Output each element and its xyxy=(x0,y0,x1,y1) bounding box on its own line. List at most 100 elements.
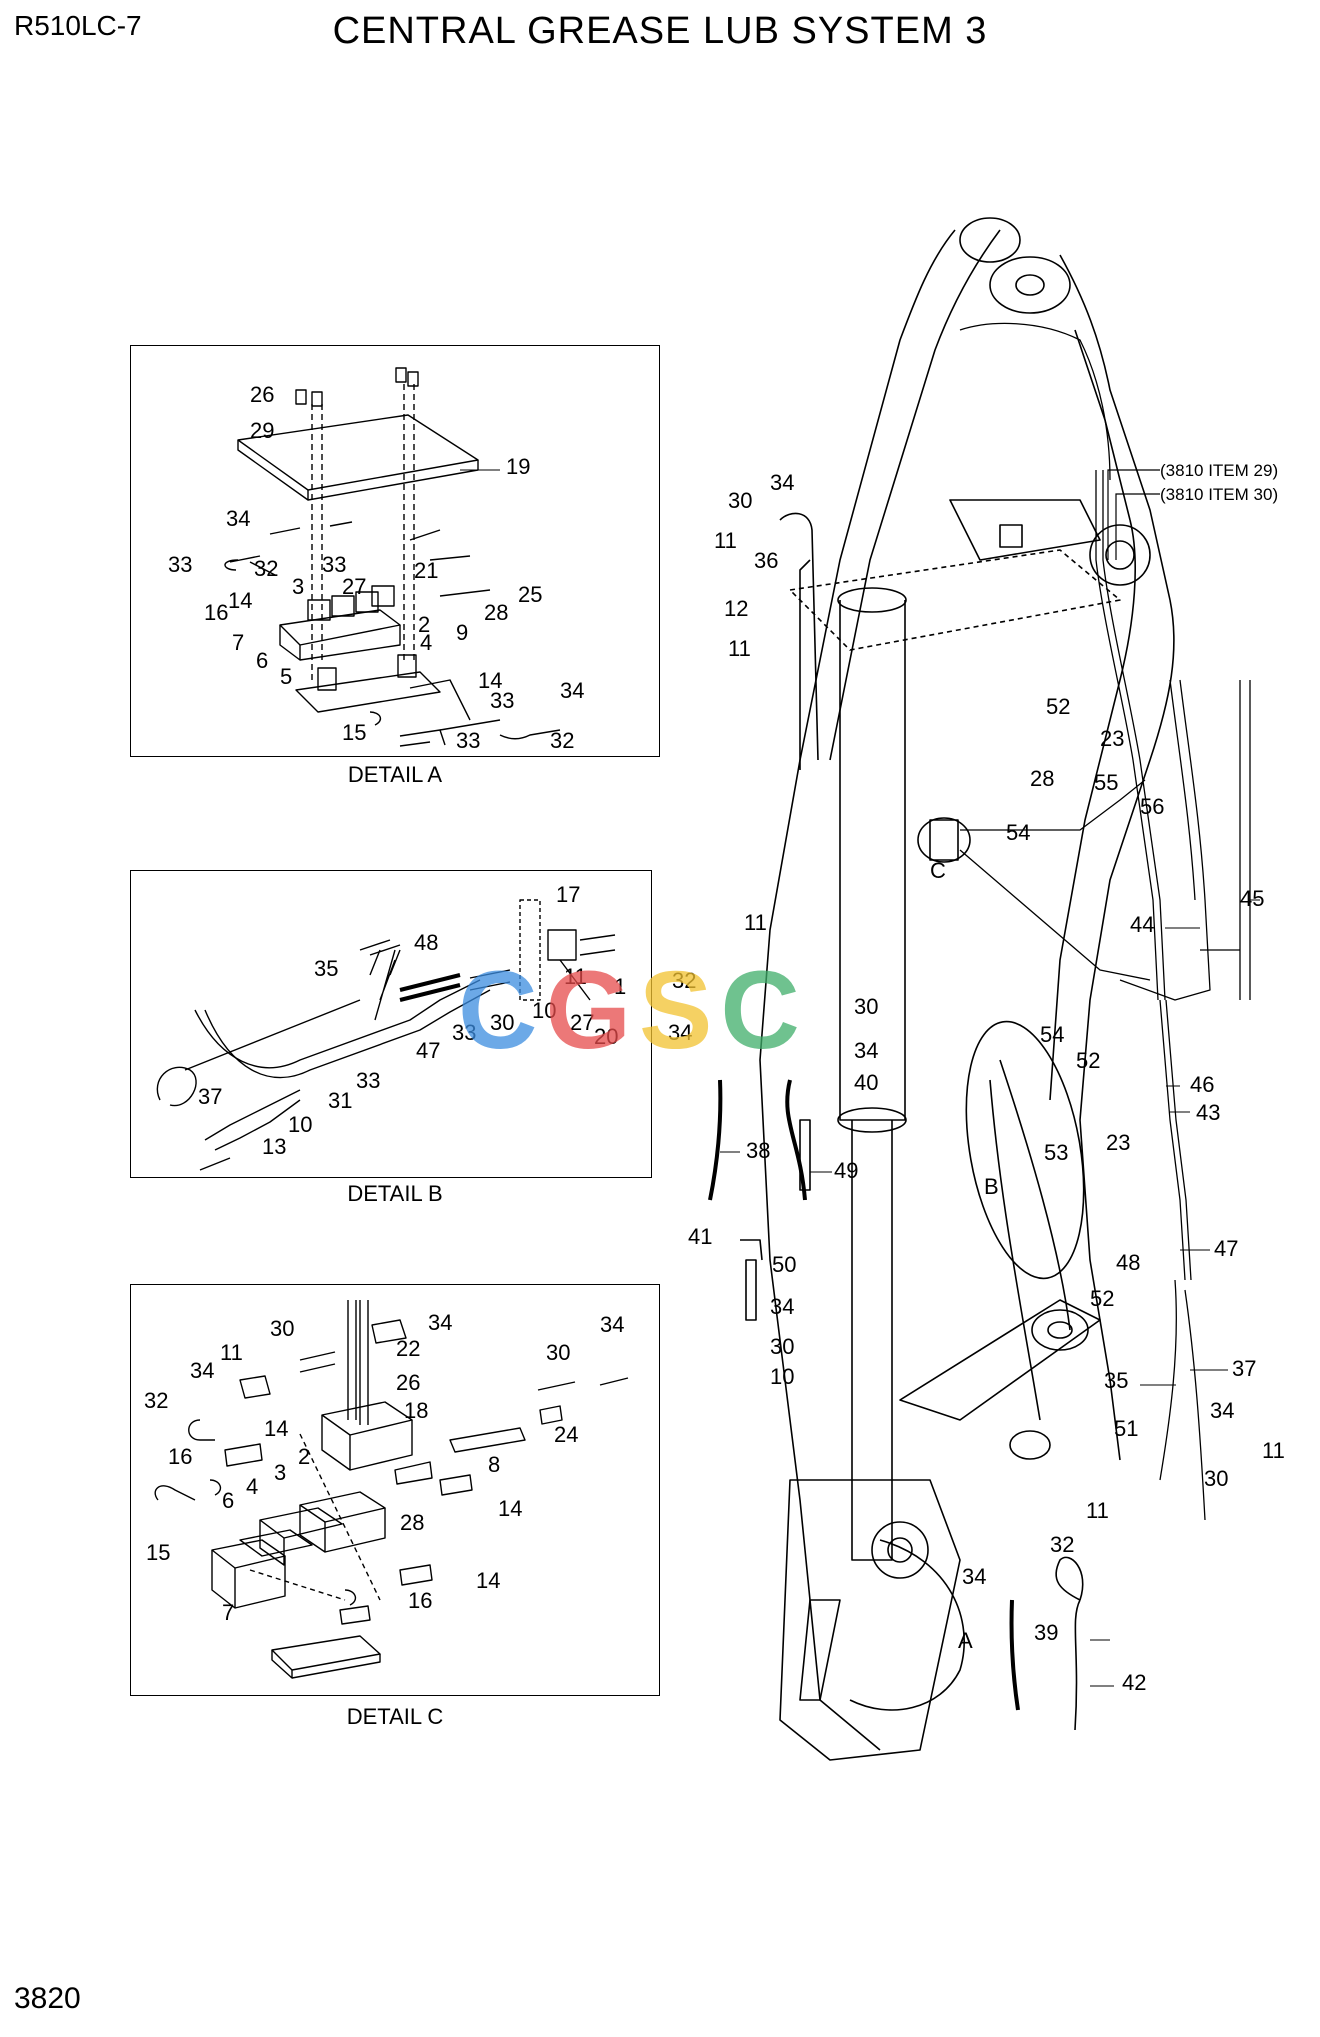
callout-48: 48 xyxy=(1116,1250,1140,1275)
callout-c-16: 16 xyxy=(168,1444,192,1469)
callout-a-6: 6 xyxy=(256,648,268,673)
callout-30b: 30 xyxy=(854,994,878,1019)
boom-outline xyxy=(759,217,1175,1751)
callout-11d: 11 xyxy=(1262,1438,1285,1463)
hose-50-armor xyxy=(745,1259,757,1321)
watermark-letter-1: C xyxy=(458,948,538,1072)
callout-52: 52 xyxy=(1046,694,1070,719)
callout-10: 10 xyxy=(770,1364,794,1389)
callout-a-9: 9 xyxy=(456,620,468,645)
callout-b-1: 1 xyxy=(614,974,626,999)
callout-43: 43 xyxy=(1196,1100,1220,1125)
callout-30c: 30 xyxy=(770,1334,794,1359)
callout-a-26: 26 xyxy=(250,382,274,407)
watermark-letter-4: C xyxy=(720,948,800,1072)
callout-c-15: 15 xyxy=(146,1540,170,1565)
reference-item-29: (3810 ITEM 29) xyxy=(1160,461,1278,480)
callout-23b: 23 xyxy=(1106,1130,1130,1155)
callout-a-5: 5 xyxy=(280,664,292,689)
callout-34: 34 xyxy=(770,470,794,495)
callout-45: 45 xyxy=(1240,886,1264,911)
callout-a-27: 27 xyxy=(342,574,366,599)
marker-a: A xyxy=(958,1628,973,1653)
callout-c-30b: 30 xyxy=(546,1340,570,1365)
callout-a-14b: 14 xyxy=(478,668,502,693)
callout-34f: 34 xyxy=(962,1564,986,1589)
callout-38: 38 xyxy=(746,1138,770,1163)
callout-a-2: 2 xyxy=(418,612,430,637)
callout-35: 35 xyxy=(1104,1368,1128,1393)
callout-40: 40 xyxy=(854,1070,878,1095)
callout-32: 32 xyxy=(672,968,696,993)
callout-c-30: 30 xyxy=(270,1316,294,1341)
callout-a-33d: 33 xyxy=(456,728,480,753)
callout-a-21: 21 xyxy=(414,558,438,583)
callout-a-15: 15 xyxy=(342,720,366,745)
callout-b-10b: 10 xyxy=(288,1112,312,1137)
callouts-detail-b: 17 48 35 11 1 27 20 10 30 33 47 37 33 31… xyxy=(198,882,626,1159)
callout-a-33b: 33 xyxy=(322,552,346,577)
callout-54: 54 xyxy=(1006,820,1030,845)
callout-c-14c: 14 xyxy=(476,1568,500,1593)
callout-b-48: 48 xyxy=(414,930,438,955)
watermark: C G S C xyxy=(458,949,878,1072)
hose-49-armor xyxy=(799,1119,811,1191)
callout-c-18: 18 xyxy=(404,1398,428,1423)
hose-36 xyxy=(779,512,819,761)
callout-a-34: 34 xyxy=(226,506,250,531)
marker-c: C xyxy=(930,858,946,883)
callouts-detail-c: 30 34 22 34 11 26 30 34 32 18 14 24 16 2… xyxy=(144,1310,624,1625)
callout-c-8: 8 xyxy=(488,1452,500,1477)
callout-c-32: 32 xyxy=(144,1388,168,1413)
callout-b-31: 31 xyxy=(328,1088,352,1113)
callout-c-4: 4 xyxy=(246,1474,258,1499)
callout-c-34c: 34 xyxy=(190,1358,214,1383)
detail-a-panel xyxy=(130,345,660,757)
callout-b-33: 33 xyxy=(452,1020,476,1045)
page-title: CENTRAL GREASE LUB SYSTEM 3 xyxy=(332,10,988,52)
callout-b-13: 13 xyxy=(262,1134,286,1159)
callout-28: 28 xyxy=(1030,766,1054,791)
marker-b: B xyxy=(984,1174,999,1199)
callout-11: 11 xyxy=(714,528,737,553)
callout-c-2: 2 xyxy=(298,1444,310,1469)
callout-c-14: 14 xyxy=(264,1416,288,1441)
callout-b-33b: 33 xyxy=(356,1068,380,1093)
detail-a-caption: DETAIL A xyxy=(347,762,443,787)
callouts-detail-a: 26 29 19 34 33 32 33 21 27 3 25 14 16 2 … xyxy=(168,382,584,753)
callout-a-32b: 32 xyxy=(550,728,574,753)
detail-b-caption: DETAIL B xyxy=(347,1181,443,1206)
detail-b-drawing xyxy=(156,899,616,1171)
callout-23: 23 xyxy=(1100,726,1124,751)
callout-50: 50 xyxy=(772,1252,796,1277)
callout-36: 36 xyxy=(754,548,778,573)
callout-b-37: 37 xyxy=(198,1084,222,1109)
bracket-block xyxy=(999,524,1023,548)
leader-lines xyxy=(460,469,1260,1687)
callout-b-20: 20 xyxy=(594,1024,618,1049)
callout-c-26: 26 xyxy=(396,1370,420,1395)
callout-a-33c: 33 xyxy=(490,688,514,713)
callout-c-22: 22 xyxy=(396,1336,420,1361)
callout-a-32: 32 xyxy=(254,556,278,581)
callout-34d: 34 xyxy=(770,1294,794,1319)
callout-c-28: 28 xyxy=(400,1510,424,1535)
callout-39: 39 xyxy=(1034,1620,1058,1645)
callout-51: 51 xyxy=(1114,1416,1138,1441)
reference-item-30: (3810 ITEM 30) xyxy=(1160,485,1278,504)
callout-c-24: 24 xyxy=(554,1422,578,1447)
callout-a-4: 4 xyxy=(420,630,432,655)
page-number: 3820 xyxy=(14,1982,81,2015)
callout-32b: 32 xyxy=(1050,1532,1074,1557)
callout-52b: 52 xyxy=(1076,1048,1100,1073)
callout-c-34: 34 xyxy=(428,1310,452,1335)
callout-30d: 30 xyxy=(1204,1466,1228,1491)
detail-c-caption: DETAIL C xyxy=(346,1704,444,1729)
callout-34e: 34 xyxy=(1210,1398,1234,1423)
callout-46: 46 xyxy=(1190,1072,1214,1097)
callout-b-27: 27 xyxy=(570,1010,594,1035)
detail-c-panel xyxy=(130,1284,660,1696)
callout-b-47: 47 xyxy=(416,1038,440,1063)
callout-a-3: 3 xyxy=(292,574,304,599)
